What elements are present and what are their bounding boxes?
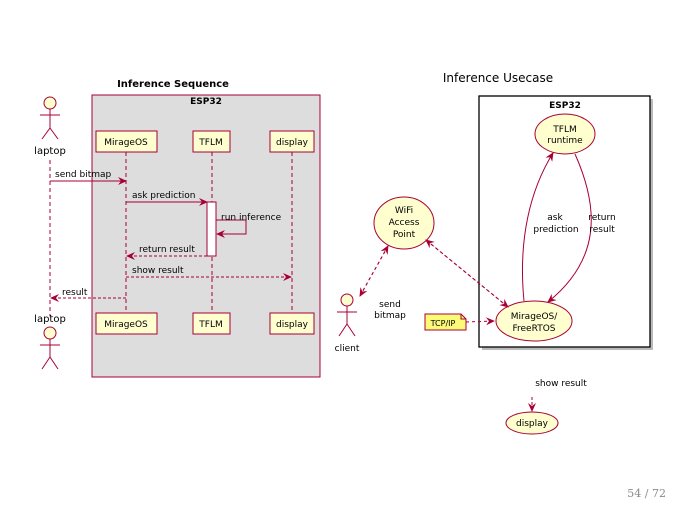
usecase-wifi-line1: WiFi [395, 206, 413, 216]
label-ask-line1: ask [547, 213, 563, 223]
laptop-label-top: laptop [34, 146, 66, 157]
msg-run-inference: run inference [221, 213, 282, 223]
msg-run-inference-arrow [216, 219, 247, 238]
tcp-ip-note-label: TCP/IP [430, 319, 456, 328]
tflm-activation-bar [206, 201, 217, 257]
laptop-actor-bottom [40, 326, 60, 370]
label-send-line2: bitmap [374, 311, 406, 321]
participant-display-bottom-label: display [276, 320, 309, 330]
participant-mirageos-top-label: MirageOS [104, 138, 148, 148]
participant-mirageos-top [95, 130, 158, 153]
arrow-ask-prediction [521, 152, 554, 302]
participant-mirageos-bottom [95, 312, 158, 335]
usecase-tflm-line1: TFLM [552, 125, 576, 135]
usecase-mirageos-freertos [495, 300, 573, 342]
label-ask-line2: prediction [533, 225, 578, 235]
sequence-title: Inference Sequence [117, 79, 229, 90]
laptop-actor-top [40, 96, 60, 140]
participant-tflm-top-label: TFLM [198, 138, 222, 148]
msg-show-result: show result [132, 266, 184, 276]
participant-tflm-bottom-label: TFLM [198, 320, 222, 330]
msg-ask-prediction: ask prediction [132, 191, 195, 201]
participant-display-top [269, 130, 315, 153]
participant-display-bottom [269, 312, 315, 335]
usecase-tflm-line2: runtime [547, 136, 583, 146]
label-return-line1: return [588, 213, 616, 223]
arrow-return-result [547, 153, 592, 303]
arrow-client-wifi [359, 245, 389, 297]
tcp-ip-note [424, 313, 467, 331]
participant-tflm-top [192, 130, 231, 153]
label-send-line1: send [379, 300, 401, 310]
usecase-wifi-access-point [373, 196, 435, 250]
tcp-ip-note-link [465, 317, 495, 326]
msg-return-result: return result [139, 245, 195, 255]
laptop-label-bottom: laptop [34, 314, 66, 325]
client-label: client [335, 344, 360, 354]
msg-result: result [62, 288, 88, 298]
participant-mirageos-bottom-label: MirageOS [104, 320, 148, 330]
page-number: 54 / 72 [627, 487, 666, 500]
usecase-tflm-runtime [534, 113, 596, 155]
usecase-title: Inference Usecase [443, 71, 553, 85]
participant-tflm-bottom [192, 312, 231, 335]
usecase-wifi-line3: Point [393, 230, 416, 240]
usecase-mirage-line2: FreeRTOS [513, 324, 556, 334]
participant-display-top-label: display [276, 138, 309, 148]
label-show-result: show result [535, 379, 587, 389]
client-actor [337, 293, 357, 337]
esp32-group-label: ESP32 [190, 97, 222, 107]
tcp-ip-note-fold [460, 314, 466, 320]
usecase-mirage-line1: MirageOS/ [511, 312, 559, 322]
msg-send-bitmap: send bitmap [55, 170, 112, 180]
esp32-frame-label: ESP32 [549, 101, 581, 111]
usecase-display [505, 411, 559, 435]
label-return-line2: result [589, 225, 615, 235]
usecase-display-label: display [516, 419, 549, 429]
usecase-wifi-line2: Access [389, 218, 420, 228]
